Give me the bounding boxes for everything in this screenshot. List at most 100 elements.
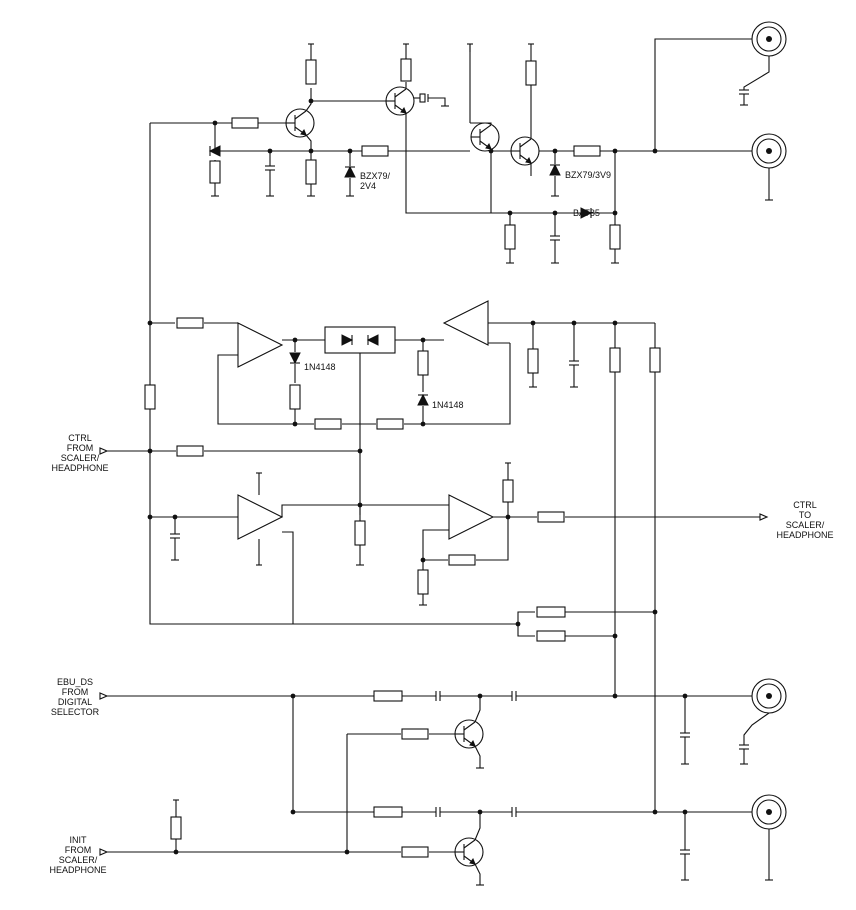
- junction-dot: [515, 621, 521, 627]
- resistor-3924: [176, 445, 204, 457]
- electrolytic-capacitor: [419, 93, 426, 103]
- part-value: 1N4148: [304, 362, 336, 372]
- resistor-3937: [361, 145, 389, 157]
- junction-dot: [212, 120, 218, 126]
- wire: [428, 97, 446, 106]
- resistor-3939: [305, 59, 317, 85]
- junction-dot: [357, 448, 363, 454]
- coax-pin: [766, 809, 772, 815]
- resistor-3946: [527, 348, 539, 374]
- resistor-3943: [609, 224, 621, 250]
- wire: [474, 812, 481, 841]
- junction-dot: [477, 693, 483, 699]
- diode-6919: [549, 163, 561, 176]
- transistor-collector: [463, 839, 476, 849]
- transistor-arrow: [525, 156, 532, 164]
- junction-dot: [292, 337, 298, 343]
- junction-dot: [612, 693, 618, 699]
- transistor-collector: [479, 124, 492, 134]
- junction-dot: [652, 609, 658, 615]
- wire: [404, 343, 511, 425]
- port-arrow: [99, 692, 109, 700]
- resistor-3918: [373, 806, 403, 818]
- diode-6920: [417, 393, 429, 406]
- junction-dot: [147, 514, 153, 520]
- opamp-7927: [448, 494, 495, 540]
- resistor-3934: [231, 117, 259, 129]
- transistor-collector: [294, 110, 307, 120]
- resistor-3935: [209, 160, 221, 184]
- dual-diode-6915: [324, 326, 396, 354]
- resistor-3917: [401, 728, 429, 740]
- diode-6917: [344, 165, 356, 178]
- wire: [282, 531, 294, 624]
- resistor-3919: [373, 690, 403, 702]
- port-arrow: [99, 848, 109, 856]
- resistor-3929: [609, 347, 621, 373]
- part-value: BZX79/3V9: [565, 170, 611, 180]
- opamp-7927: [237, 494, 284, 540]
- wire: [305, 88, 312, 112]
- resistor-3916: [401, 846, 429, 858]
- resistor-3942: [504, 224, 516, 250]
- resistor-3949: [502, 479, 514, 503]
- resistor-3931: [537, 511, 565, 523]
- resistor-3936: [305, 159, 317, 185]
- wire: [743, 712, 770, 745]
- part-value: 1N4148: [432, 400, 464, 410]
- diode-6921: [289, 352, 301, 365]
- opamp-7927: [442, 300, 489, 346]
- coax-pin: [766, 693, 772, 699]
- resistor-3957: [170, 816, 182, 840]
- resistor-3932: [536, 630, 566, 642]
- wire: [476, 517, 509, 561]
- resistor-3925: [448, 554, 476, 566]
- wire: [517, 624, 535, 637]
- transistor-arrow: [300, 128, 307, 136]
- transistor-collector: [519, 138, 532, 148]
- wire: [654, 38, 752, 151]
- wire: [149, 123, 518, 625]
- diode-6918: [208, 145, 221, 157]
- resistor-3915: [354, 520, 366, 546]
- resistor-3927: [144, 384, 156, 410]
- wire: [517, 611, 535, 624]
- wire: [422, 529, 449, 570]
- port-arrow: [759, 513, 769, 521]
- resistor-3938: [400, 58, 412, 82]
- transistor-arrow: [469, 857, 476, 865]
- coax-pin: [766, 36, 772, 42]
- wire: [305, 134, 312, 151]
- junction-dot: [267, 148, 273, 154]
- resistor-3933: [536, 606, 566, 618]
- junction-dot: [308, 98, 314, 104]
- resistor-3954: [314, 418, 342, 430]
- resistor-3930: [649, 347, 661, 373]
- junction-dot: [344, 849, 350, 855]
- resistor-3928: [176, 317, 204, 329]
- junction-dot: [505, 514, 511, 520]
- wire: [474, 863, 481, 885]
- coax-pin: [766, 148, 772, 154]
- junction-dot: [612, 210, 618, 216]
- transistor-arrow: [469, 739, 476, 747]
- resistor-3945: [417, 350, 429, 376]
- diode-6916: [580, 207, 593, 219]
- wire: [281, 504, 430, 517]
- resistor-3944: [289, 384, 301, 410]
- junction-dot: [612, 633, 618, 639]
- part-value: BAT85: [573, 208, 600, 218]
- port-arrow: [99, 447, 109, 455]
- transistor-collector: [394, 88, 407, 98]
- junction-dot: [652, 809, 658, 815]
- wire: [405, 113, 510, 214]
- opamp-7927: [237, 322, 284, 368]
- resistor-3941: [573, 145, 601, 157]
- diode-6915: [341, 334, 354, 346]
- components: [99, 21, 787, 886]
